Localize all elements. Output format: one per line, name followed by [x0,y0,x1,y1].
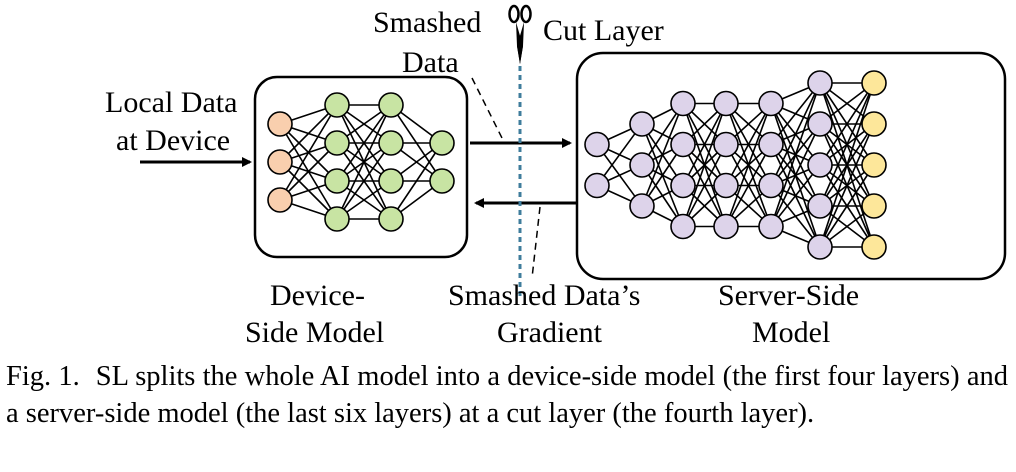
gradient-leader [531,206,541,279]
figure-caption: Fig. 1.SL splits the whole AI model into… [6,358,1008,432]
device-node [378,130,404,156]
device-edge [336,142,392,220]
device-model-label-line1: Device- [270,279,365,312]
server-node [670,90,696,117]
server-edge [682,103,727,227]
caption-text: SL splits the whole AI model into a devi… [6,361,1008,429]
server-edge [819,123,875,248]
server-node [584,131,610,158]
server-node [758,90,784,117]
local-data-label-line1: Local Data [105,86,237,119]
server-edge [682,103,727,186]
scissors-icon [508,4,532,64]
device-edge [279,142,338,201]
server-node [713,172,739,199]
server-node [758,172,784,199]
device-node [324,206,350,232]
server-node [807,193,833,219]
server-node [807,70,833,96]
device-node [429,168,455,194]
server-edge [819,82,875,207]
local-data-label-line2: at Device [116,124,230,157]
device-node [324,92,350,118]
server-edge [819,82,875,248]
server-node [861,152,887,178]
device-node [378,92,404,118]
device-node [378,206,404,232]
server-edge [770,82,821,145]
server-node [670,213,696,240]
gradient-label-line1: Smashed Data’s [448,279,640,312]
smashed-data-label-line2: Data [402,46,459,79]
server-node [629,193,655,219]
server-node [713,90,739,117]
server-node [713,213,739,240]
server-edge [682,144,727,227]
server-edge [725,144,772,227]
device-node [324,168,350,194]
smashed-data-label-line1: Smashed [373,6,481,39]
server-node [861,111,887,137]
device-node [378,168,404,194]
smashed-data-leader [471,77,503,139]
server-model-label-line1: Server-Side [718,279,859,312]
device-node [267,187,293,213]
device-node [267,149,293,175]
server-node [629,152,655,178]
server-edge [725,103,772,186]
server-node [670,172,696,199]
device-edge [279,104,338,201]
server-node [861,234,887,260]
server-edge [770,82,821,227]
device-node [267,111,293,137]
server-node [861,193,887,219]
device-edge [279,104,338,163]
device-edge [336,104,392,220]
server-node [758,213,784,240]
server-node [861,70,887,96]
server-model-label-line2: Model [752,316,830,349]
server-edge [770,164,821,227]
device-model-label-line2: Side Model [245,316,384,349]
server-network-nodes [584,70,887,260]
server-node [713,131,739,158]
server-node [807,152,833,178]
server-node [807,111,833,137]
server-node [807,234,833,260]
server-edge [819,164,875,248]
cut-layer-label: Cut Layer [543,14,664,47]
device-edge [390,142,443,220]
figure-label: Fig. 1. [6,361,80,392]
server-node [584,172,610,199]
device-edge [336,104,392,182]
server-node [670,131,696,158]
device-node [324,130,350,156]
server-edge [819,82,875,166]
device-network-nodes [267,92,455,232]
server-edge [641,103,684,207]
device-node [429,130,455,156]
server-edge [770,82,821,186]
gradient-label-line2: Gradient [497,316,603,349]
server-edge [770,123,821,227]
server-node [629,111,655,137]
server-edge [725,103,772,227]
server-node [758,131,784,158]
